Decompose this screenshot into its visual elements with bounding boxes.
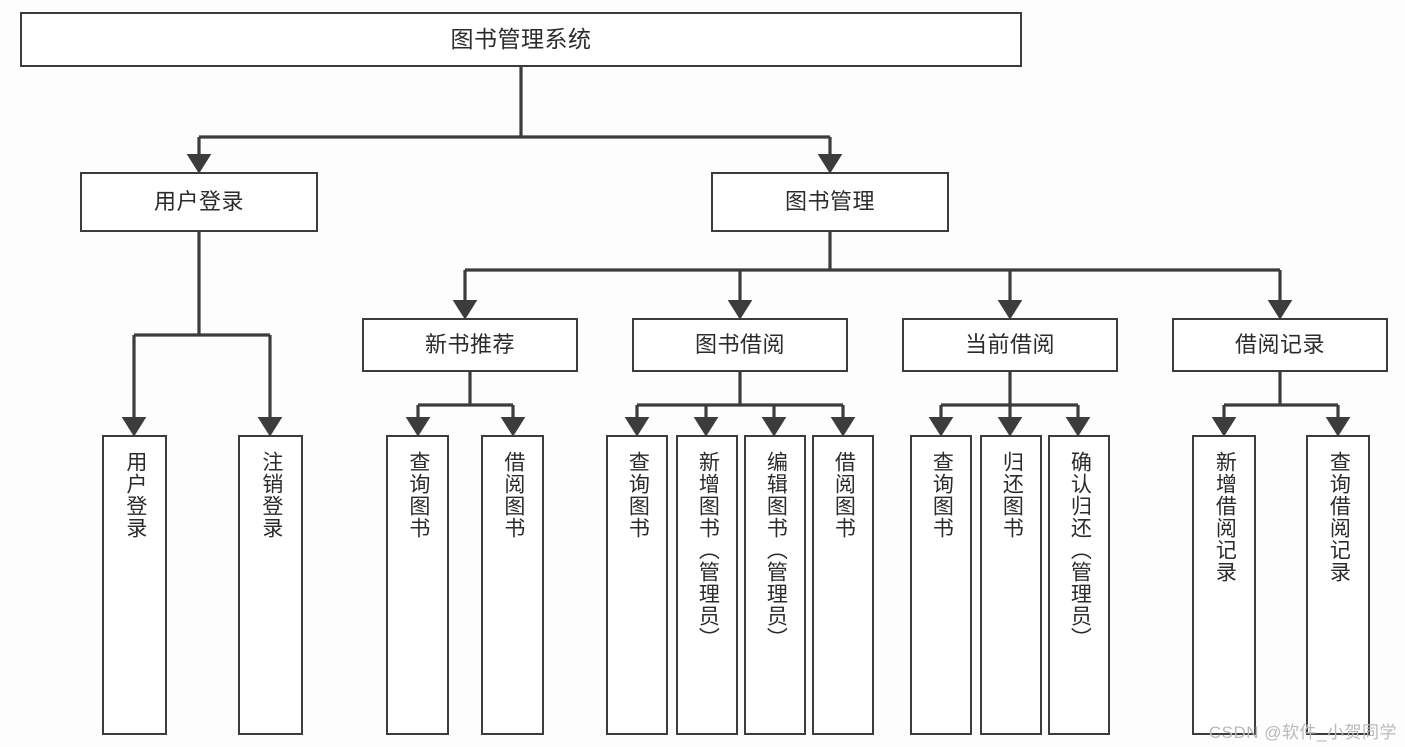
node-new-book-recommend[interactable]: 新书推荐 <box>362 318 578 372</box>
node-label: 查询图书 <box>930 451 954 539</box>
node-label: 查询图书 <box>626 451 650 539</box>
leaf-record-query-borrow-record[interactable]: 查询借阅记录 <box>1306 435 1370 735</box>
node-label: 查询借阅记录 <box>1327 451 1351 583</box>
node-book-management[interactable]: 图书管理 <box>711 172 949 232</box>
node-borrow-record[interactable]: 借阅记录 <box>1172 318 1388 372</box>
leaf-new-book-borrow[interactable]: 借阅图书 <box>481 435 544 735</box>
leaf-record-add-borrow-record[interactable]: 新增借阅记录 <box>1192 435 1256 735</box>
node-root-book-management-system[interactable]: 图书管理系统 <box>20 12 1022 67</box>
node-label: 归还图书 <box>1000 451 1024 539</box>
node-label: 新书推荐 <box>424 331 515 357</box>
node-user-login[interactable]: 用户登录 <box>80 172 318 232</box>
leaf-current-return-book[interactable]: 归还图书 <box>980 435 1042 735</box>
leaf-user-login-logout[interactable]: 注销登录 <box>238 435 303 735</box>
node-label: 借阅图书 <box>501 451 525 539</box>
node-label: 借阅记录 <box>1234 331 1325 357</box>
leaf-current-query-book[interactable]: 查询图书 <box>910 435 972 735</box>
node-label: 图书借阅 <box>694 331 785 357</box>
csdn-watermark: CSDN @软件_小贺同学 <box>1208 723 1397 742</box>
node-label: 编辑图书（管理员） <box>764 451 788 649</box>
node-label: 当前借阅 <box>964 331 1055 357</box>
leaf-borrow-edit-book-admin[interactable]: 编辑图书（管理员） <box>744 435 806 735</box>
node-current-borrow[interactable]: 当前借阅 <box>902 318 1118 372</box>
node-label: 图书管理系统 <box>450 25 592 52</box>
node-book-borrow[interactable]: 图书借阅 <box>632 318 848 372</box>
leaf-current-confirm-return-admin[interactable]: 确认归还（管理员） <box>1048 435 1110 735</box>
node-label: 图书管理 <box>784 188 875 214</box>
node-label: 查询图书 <box>406 451 430 539</box>
leaf-new-book-query[interactable]: 查询图书 <box>386 435 449 735</box>
node-label: 新增图书（管理员） <box>696 451 720 649</box>
node-label: 注销登录 <box>259 451 283 539</box>
node-label: 借阅图书 <box>832 451 856 539</box>
leaf-borrow-query-book[interactable]: 查询图书 <box>606 435 668 735</box>
node-label: 新增借阅记录 <box>1213 451 1237 583</box>
leaf-user-login-login[interactable]: 用户登录 <box>102 435 167 735</box>
node-label: 用户登录 <box>123 451 147 539</box>
node-label: 确认归还（管理员） <box>1068 451 1092 649</box>
leaf-borrow-borrow-book[interactable]: 借阅图书 <box>812 435 874 735</box>
node-label: 用户登录 <box>153 188 244 214</box>
leaf-borrow-add-book-admin[interactable]: 新增图书（管理员） <box>676 435 738 735</box>
